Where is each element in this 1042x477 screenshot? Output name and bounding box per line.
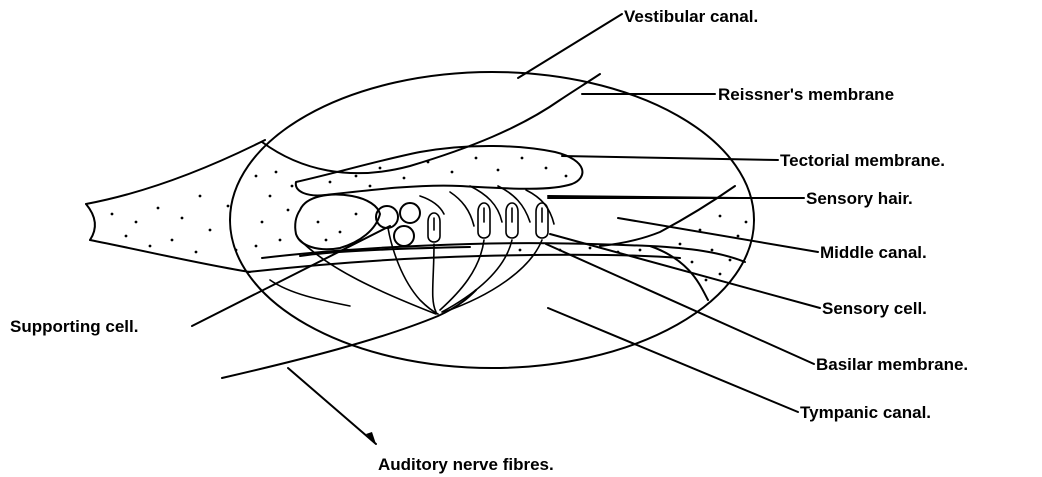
leader-auditory-nerve-fibres [288,368,376,444]
tectorial-membrane [296,146,583,195]
leader-tympanic-canal [548,308,798,412]
label-auditory-nerve-fibres: Auditory nerve fibres. [378,455,554,474]
sensory-cell-1 [428,213,440,312]
reissners-membrane [262,74,600,173]
label-sensory-cell: Sensory cell. [822,299,927,318]
spiral-ligament-curve [650,246,708,300]
spiral-lamina-end-cap [86,204,95,240]
label-middle-canal: Middle canal. [820,243,927,262]
label-sensory-hair: Sensory hair. [806,189,913,208]
label-tectorial-membrane: Tectorial membrane. [780,151,945,170]
leader-tectorial-membrane [562,156,778,160]
label-reissners-membrane: Reissner's membrane [718,85,894,104]
supporting-cell-3 [394,226,414,246]
label-tympanic-canal: Tympanic canal. [800,403,931,422]
label-supporting-cell: Supporting cell. [10,317,138,336]
spiral-lamina-upper-edge [86,140,265,204]
label-basilar-membrane: Basilar membrane. [816,355,968,374]
stria-vascularis-edge [600,186,735,246]
supporting-cell-2 [400,203,420,223]
cochlea-outer-wall [230,72,754,368]
nerve-fibre-3 [270,280,350,306]
basilar-membrane-lower [248,255,680,272]
limbus-region [295,195,380,250]
sensory-hair-arc-1 [420,196,444,214]
spiral-lamina-lower-edge [90,240,250,272]
label-vestibular-canal: Vestibular canal. [624,7,758,26]
arrowhead-auditory-nerve [366,432,376,444]
leader-supporting-cell [192,226,390,326]
leader-vestibular-canal [518,14,622,78]
sensory-hair-arc-2 [450,192,474,226]
